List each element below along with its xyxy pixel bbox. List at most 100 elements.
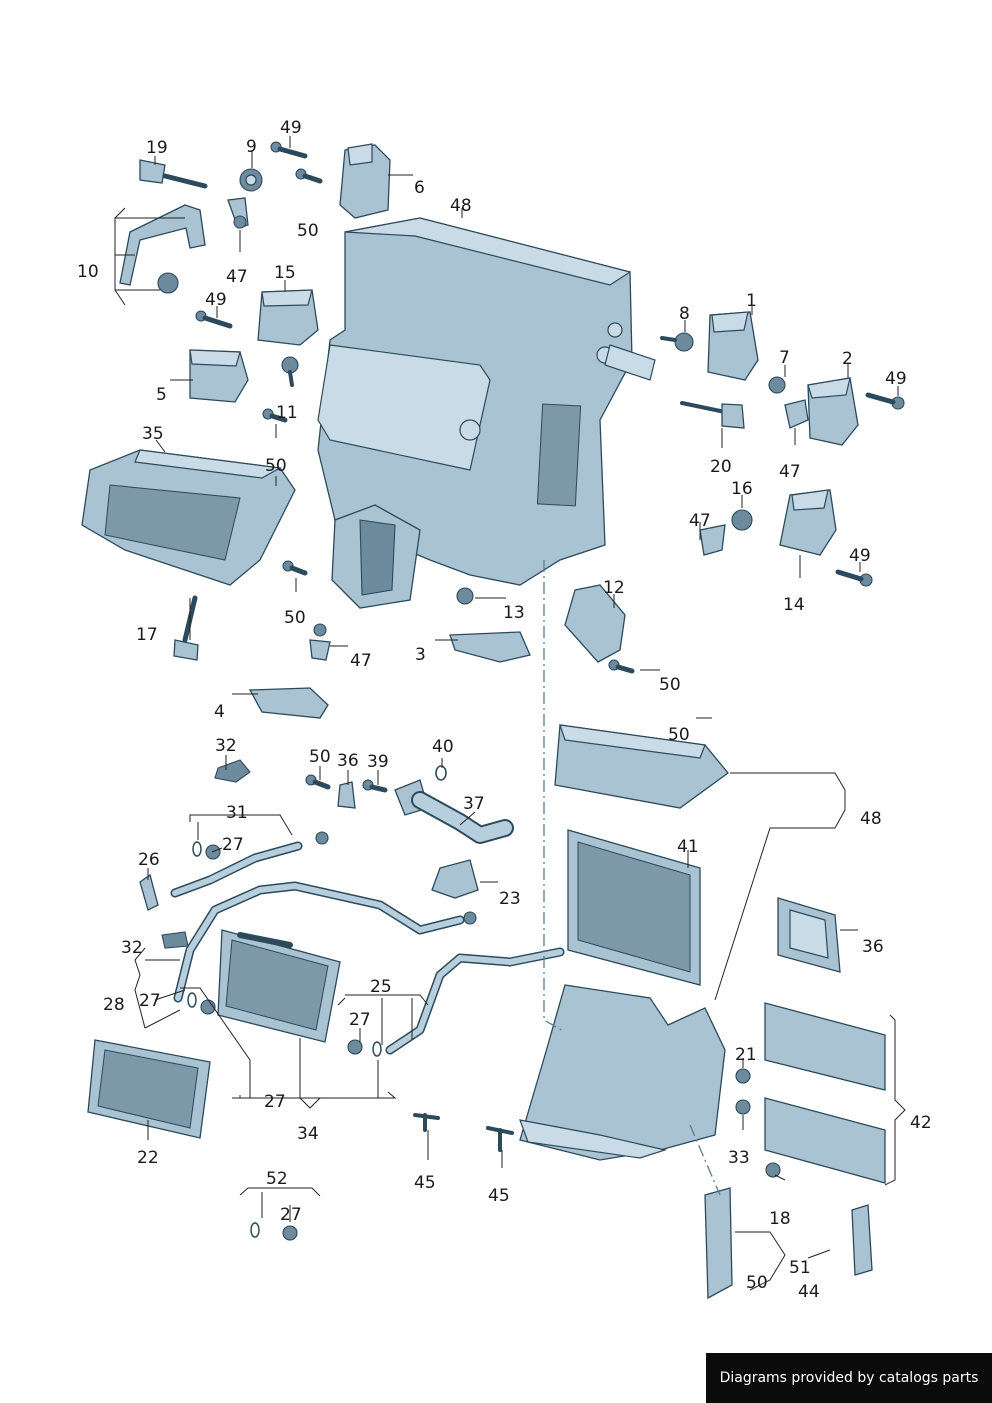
callout-label: 6 [414,178,425,198]
callout-label: 27 [222,835,244,855]
part-16-gear [731,509,753,531]
part-40-evaporator [567,829,701,986]
part-39-oring [435,765,447,781]
part-26-clip [139,873,159,911]
callout-label: 48 [860,809,882,829]
callout-label: 27 [139,991,161,1011]
part-36-bracket [337,781,356,809]
part-oring-set [187,841,382,1238]
part-50-bolt-a [295,168,323,184]
part-33-heater-core [217,929,341,1043]
part-47-lever-a [227,197,249,229]
part-4-sensor [248,687,329,719]
callout-label: 50 [746,1273,768,1293]
part-14-actuator [779,489,837,556]
part-35-seal-frame [777,897,841,973]
callout-label: 9 [246,137,257,157]
callout-label: 13 [503,603,525,623]
part-6-actuator [339,143,391,219]
part-1-actuator [707,311,759,381]
callout-label: 47 [350,651,372,671]
part-9-gear [239,168,263,192]
part-38-bolt [362,779,388,793]
callout-label: 47 [226,267,248,287]
callout-label: 45 [414,1173,436,1193]
callout-label: 39 [367,752,389,772]
part-49-bolt-c [865,392,905,410]
callout-label: 50 [659,675,681,695]
callout-label: 36 [337,751,359,771]
callout-label: 16 [731,479,753,499]
callout-label: 4 [214,702,225,722]
callout-label: 18 [769,1209,791,1229]
part-50-bolt-d [608,659,635,674]
callout-label: 27 [280,1205,302,1225]
part-19-sensor [139,159,208,189]
callout-label: 8 [679,304,690,324]
part-50-bolt-e [305,774,331,790]
hvac-housing [317,217,656,609]
callout-label: 49 [885,369,907,389]
callout-label: 50 [265,456,287,476]
part-34-air-intake [81,449,296,586]
callout-label: 27 [264,1092,286,1112]
callout-label: 36 [862,937,884,957]
callout-label: 50 [297,221,319,241]
part-21-ptc-heater [87,1039,211,1139]
callout-label: 35 [142,424,164,444]
part-32-clip-a [161,931,189,949]
callout-label: 52 [266,1169,288,1189]
callout-label: 28 [103,995,125,1015]
callout-label: 31 [226,803,248,823]
part-11-bolt [262,408,288,423]
callout-label: 23 [499,889,521,909]
callout-label: 42 [910,1113,932,1133]
callout-label: 14 [783,595,805,615]
part-7-pin [768,376,786,394]
callout-label: 47 [689,511,711,531]
credit-banner: Diagrams provided by catalogs parts [706,1353,992,1403]
callout-label: 11 [276,403,298,423]
part-12-actuator [564,584,626,663]
part-49-bolt-b [195,310,233,329]
part-18-drain [765,1162,781,1178]
callout-label: 22 [137,1148,159,1168]
callout-label: 25 [370,977,392,997]
part-13-pin [456,587,474,605]
callout-label: 50 [309,747,331,767]
part-10-linkage [119,204,206,294]
part-3-sensor [449,631,531,663]
part-49-bolt-d [835,569,873,587]
callout-label: 40 [432,737,454,757]
callout-label: 45 [488,1186,510,1206]
callout-label: 50 [284,608,306,628]
part-49-bolt-a [270,141,308,159]
part-41-filters [764,1002,886,1184]
callout-label: 27 [349,1010,371,1030]
part-seal-small [315,831,477,925]
callout-label: 20 [710,457,732,477]
callout-label: 32 [215,736,237,756]
part-28-hose [173,881,465,1003]
part-47-clip [309,623,331,661]
callout-label: 41 [677,837,699,857]
part-45-cover [554,724,729,809]
part-seal-plate [704,1187,733,1300]
callout-label: 7 [779,348,790,368]
callout-label: 2 [842,349,853,369]
part-31-clip [214,759,251,783]
callout-label: 19 [146,138,168,158]
lower-hvac-housing [519,984,726,1161]
callout-label: 12 [603,578,625,598]
part-37-pipe-flange [394,779,514,844]
callout-label: 33 [728,1148,750,1168]
part-20-sensor [680,401,745,429]
part-5-actuator [189,349,249,403]
callout-label: 49 [849,546,871,566]
part-25-hose [385,947,565,1055]
part-42-bracket [851,1204,873,1276]
callout-label: 44 [798,1282,820,1302]
part-17-sensor [173,595,199,661]
callout-label: 37 [463,794,485,814]
